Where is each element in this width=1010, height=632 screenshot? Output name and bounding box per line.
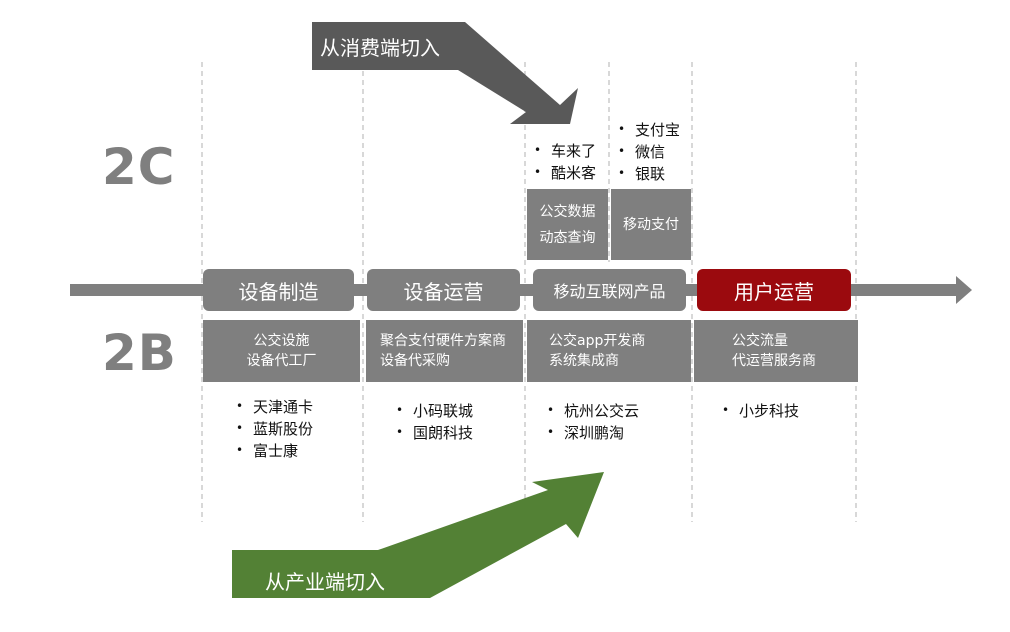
- list-item: 酷米客: [534, 162, 596, 184]
- b-role-box: 公交流量 代运营服务商: [694, 320, 858, 382]
- b-example-list: 小步科技: [722, 400, 799, 422]
- b-role-line: 聚合支付硬件方案商: [380, 333, 506, 349]
- consumer-arrow: [312, 22, 578, 124]
- label-2b: 2B: [102, 324, 177, 382]
- c-box-bus-data: 公交数据 动态查询: [527, 189, 608, 260]
- b-role-line: 系统集成商: [549, 353, 619, 369]
- list-item: 小码联城: [396, 400, 473, 422]
- b-role-box: 聚合支付硬件方案商 设备代采购: [366, 320, 523, 382]
- list-item: 富士康: [236, 440, 313, 462]
- b-role-line: 代运营服务商: [732, 353, 816, 369]
- c-box-line: 移动支付: [623, 216, 679, 233]
- list-item: 支付宝: [618, 119, 680, 141]
- b-role-box: 公交设施 设备代工厂: [203, 320, 360, 382]
- industry-arrow: [232, 472, 604, 598]
- b-role-line: 公交设施: [253, 333, 310, 349]
- stage-user-operation: 用户运营: [697, 269, 851, 311]
- list-item: 小步科技: [722, 400, 799, 422]
- b-role-line: 公交app开发商: [549, 333, 646, 349]
- b-example-list: 杭州公交云 深圳鹏淘: [547, 400, 639, 444]
- c-box-mobile-pay: 移动支付: [611, 189, 691, 260]
- consumer-arrow-label: 从消费端切入: [320, 36, 440, 60]
- list-item: 杭州公交云: [547, 400, 639, 422]
- stage-device-manufacturing: 设备制造: [203, 269, 354, 311]
- b-role-line: 公交流量: [732, 333, 788, 349]
- c-example-list: 支付宝 微信 银联: [618, 119, 680, 185]
- list-item: 深圳鹏淘: [547, 422, 639, 444]
- b-example-list: 天津通卡 蓝斯股份 富士康: [236, 396, 313, 462]
- list-item: 蓝斯股份: [236, 418, 313, 440]
- b-example-list: 小码联城 国朗科技: [396, 400, 473, 444]
- stage-device-operation: 设备运营: [367, 269, 520, 311]
- timeline-arrowhead: [956, 276, 972, 304]
- c-box-line: 公交数据: [539, 203, 596, 220]
- list-item: 微信: [618, 141, 680, 163]
- list-item: 银联: [618, 163, 680, 185]
- list-item: 天津通卡: [236, 396, 313, 418]
- label-2c: 2C: [102, 138, 176, 196]
- b-role-box: 公交app开发商 系统集成商: [527, 320, 691, 382]
- list-item: 车来了: [534, 140, 596, 162]
- b-role-line: 设备代采购: [380, 353, 450, 369]
- c-box-line: 动态查询: [539, 229, 596, 246]
- industry-arrow-label: 从产业端切入: [265, 570, 385, 594]
- list-item: 国朗科技: [396, 422, 473, 444]
- b-role-line: 设备代工厂: [246, 353, 317, 369]
- stage-mobile-internet-product: 移动互联网产品: [533, 269, 686, 311]
- c-example-list: 车来了 酷米客: [534, 140, 596, 184]
